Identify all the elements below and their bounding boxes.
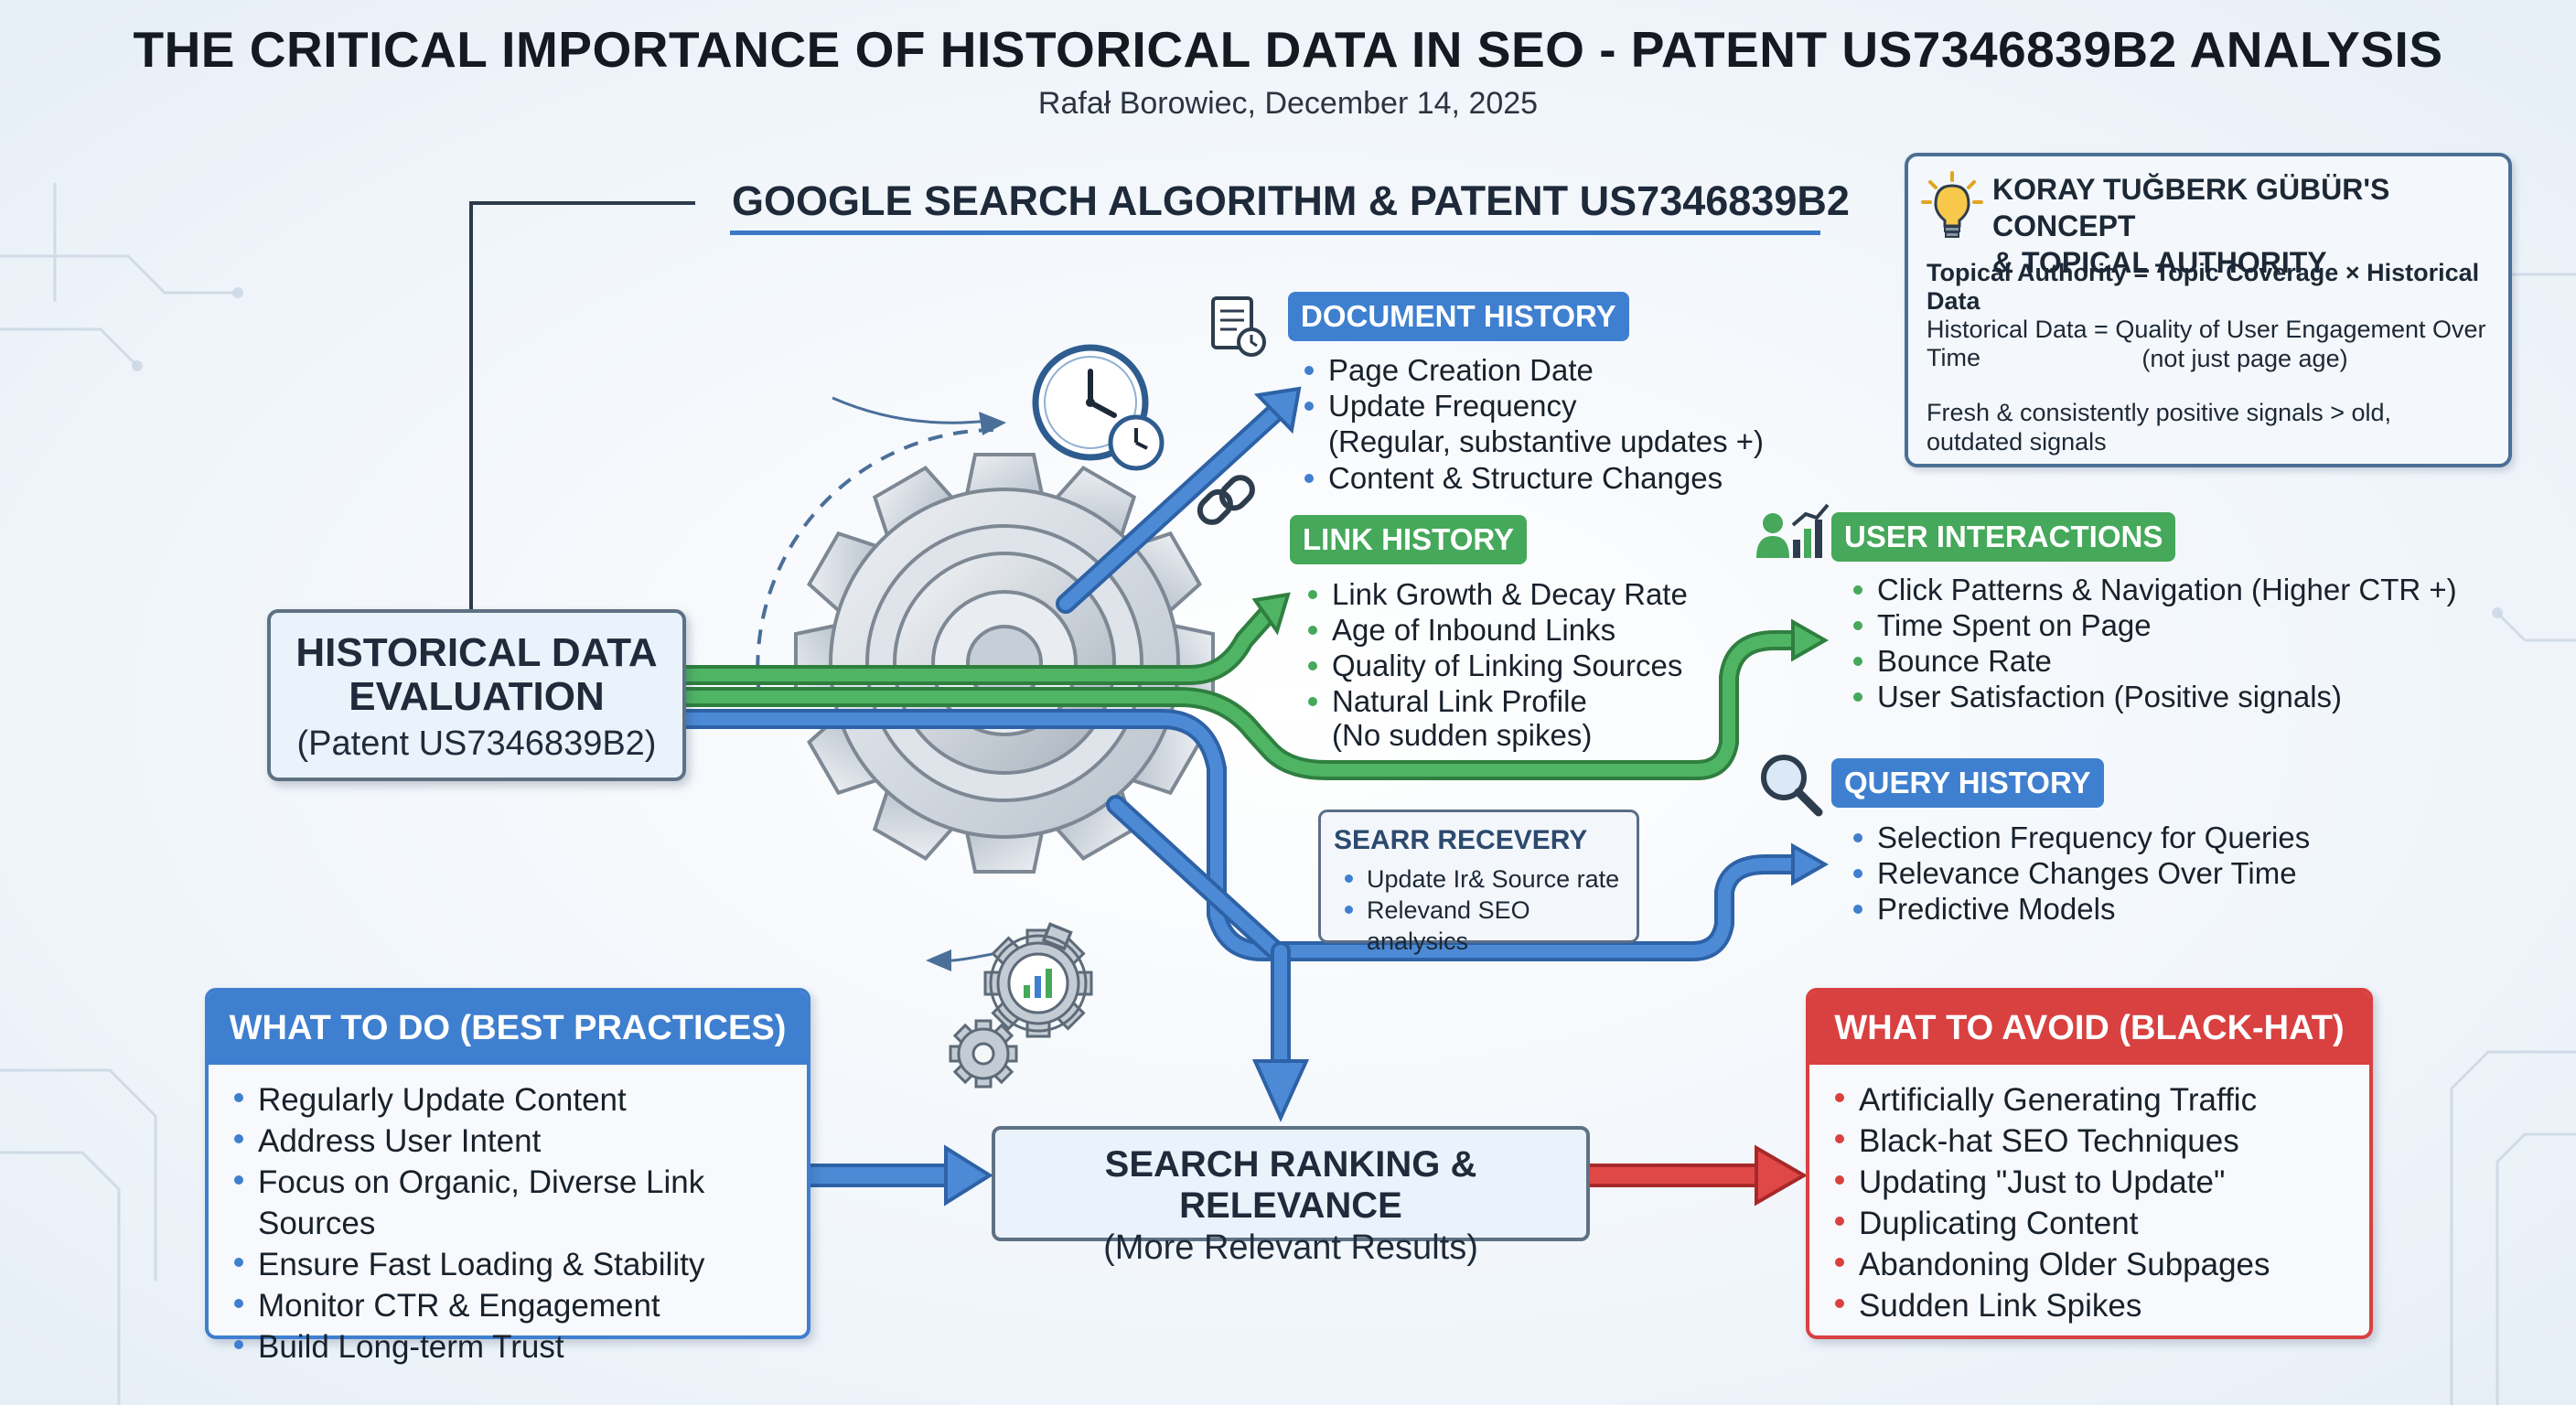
document-history-note: (Regular, substantive updates +) [1328,424,1764,459]
list-item: Build Long-term Trust [232,1326,807,1367]
document-clock-icon [1213,298,1264,355]
list-item: Time Spent on Page [1852,607,2457,643]
best-practices-panel: WHAT TO DO (BEST PRACTICES) Regularly Up… [205,988,810,1339]
list-item: Black-hat SEO Techniques [1833,1121,2270,1162]
list-item: Address User Intent [232,1121,807,1162]
list-item: Ensure Fast Loading & Stability [232,1244,807,1285]
koray-formula: Topical Authority = Topic Coverage × His… [1927,259,2508,316]
koray-concept-box: KORAY TUĞBERK GÜBÜR'S CONCEPT & TOPICAL … [1905,153,2512,467]
list-item: Relevand SEO analysics [1343,895,1637,957]
ranking-subtitle: (More Relevant Results) [995,1228,1586,1268]
document-history-list: Page Creation Date Update Frequency [1303,352,1594,424]
black-hat-header: WHAT TO AVOID (BLACK-HAT) [1809,992,2369,1065]
link-history-note: (No sudden spikes) [1332,718,1592,753]
link-history-label: LINK HISTORY [1290,515,1527,564]
list-item: Focus on Organic, Diverse Link Sources [232,1162,807,1244]
list-item: Relevance Changes Over Time [1852,855,2310,891]
best-practices-list: Regularly Update Content Address User In… [232,1079,807,1367]
user-chart-icon [1756,505,1828,558]
list-item: Selection Frequency for Queries [1852,820,2310,855]
search-ranking-node: SEARCH RANKING & RELEVANCE (More Relevan… [992,1126,1590,1241]
searr-list: Update Ir& Source rate Relevand SEO anal… [1343,863,1637,957]
document-history-label: DOCUMENT HISTORY [1288,292,1629,341]
section-title: GOOGLE SEARCH ALGORITHM & PATENT US73468… [732,177,1850,225]
list-item: Regularly Update Content [232,1079,807,1121]
list-item: Update Ir& Source rate [1343,863,1637,895]
document-history-list-2: Content & Structure Changes [1303,460,1723,496]
black-hat-panel: WHAT TO AVOID (BLACK-HAT) Artificially G… [1806,988,2373,1339]
user-interactions-label: USER INTERACTIONS [1831,512,2175,562]
list-item: Abandoning Older Subpages [1833,1244,2270,1285]
user-interactions-list: Click Patterns & Navigation (Higher CTR … [1852,572,2457,714]
list-item: Bounce Rate [1852,643,2457,679]
list-item: Update Frequency [1303,388,1594,424]
tiny-gear-icon [950,1021,1016,1087]
list-item: Quality of Linking Sources [1306,648,1688,683]
list-item: Sudden Link Spikes [1833,1285,2270,1326]
lightbulb-icon [1921,169,1985,242]
list-item: User Satisfaction (Positive signals) [1852,679,2457,714]
list-item: Predictive Models [1852,891,2310,927]
black-hat-list: Artificially Generating Traffic Black-ha… [1833,1079,2270,1326]
query-history-list: Selection Frequency for Queries Relevanc… [1852,820,2310,927]
section-underline [730,231,1820,235]
clock-icon [1036,348,1162,468]
list-item: Monitor CTR & Engagement [232,1285,807,1326]
list-item: Age of Inbound Links [1306,612,1688,648]
list-item: Natural Link Profile [1306,683,1688,719]
list-item: Content & Structure Changes [1303,460,1723,496]
koray-title-line1: KORAY TUĞBERK GÜBÜR'S CONCEPT [1992,171,2508,244]
link-history-list: Link Growth & Decay Rate Age of Inbound … [1306,576,1688,719]
best-practices-header: WHAT TO DO (BEST PRACTICES) [209,992,807,1065]
node-subtitle: (Patent US7346839B2) [271,724,682,764]
list-item: Click Patterns & Navigation (Higher CTR … [1852,572,2457,607]
title-connector-line [471,203,695,609]
ranking-title: SEARCH RANKING & RELEVANCE [995,1144,1586,1227]
list-item: Updating "Just to Update" [1833,1162,2270,1203]
list-item: Duplicating Content [1833,1203,2270,1244]
searr-title: SEARR RECEVERY [1334,825,1587,856]
query-history-label: QUERY HISTORY [1831,758,2104,808]
list-item: Page Creation Date [1303,352,1594,388]
magnifier-icon [1764,757,1819,812]
list-item: Link Growth & Decay Rate [1306,576,1688,612]
node-title: HISTORICAL DATA EVALUATION [271,631,682,719]
koray-historical-line2: (not just page age) [1908,345,2508,373]
searr-recevery-box: SEARR RECEVERY Update Ir& Source rate Re… [1318,810,1639,943]
historical-data-evaluation-node: HISTORICAL DATA EVALUATION (Patent US734… [267,609,686,781]
koray-fresh-signals: Fresh & consistently positive signals > … [1927,398,2485,456]
page-title: THE CRITICAL IMPORTANCE OF HISTORICAL DA… [0,20,2576,79]
page-subtitle: Rafał Borowiec, December 14, 2025 [0,86,2576,122]
list-item: Artificially Generating Traffic [1833,1079,2270,1121]
